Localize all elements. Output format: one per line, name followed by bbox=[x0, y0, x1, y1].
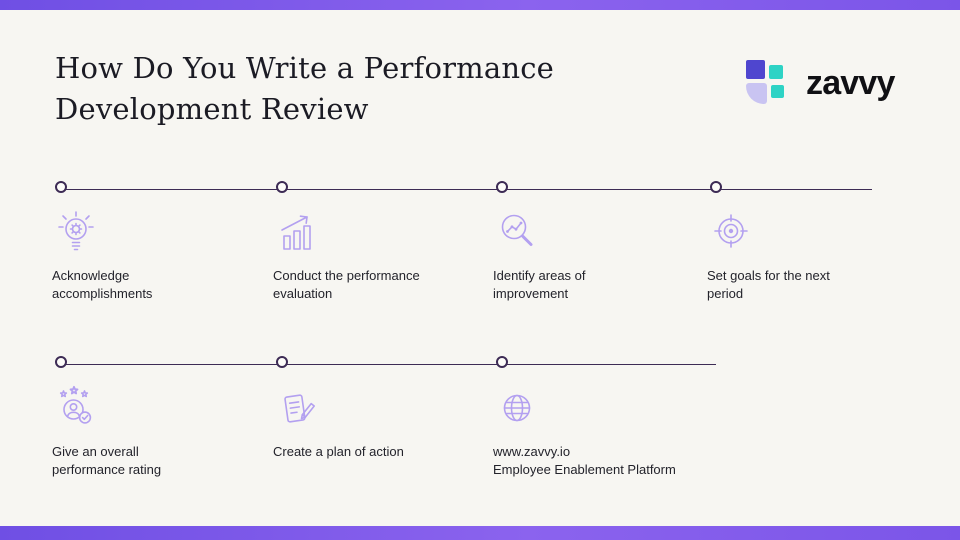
step-label: Create a plan of action bbox=[273, 444, 404, 459]
step-label: Conduct the performance evaluation bbox=[273, 268, 420, 301]
bottom-accent-bar bbox=[0, 526, 960, 540]
timeline-step: Acknowledge accomplishments bbox=[52, 208, 257, 302]
step-label: Give an overall performance rating bbox=[52, 444, 162, 477]
zavvy-logo: zavvy bbox=[746, 60, 895, 107]
timeline-node-5 bbox=[55, 356, 67, 368]
top-accent-bar bbox=[0, 0, 960, 10]
lightbulb-gear-icon bbox=[52, 208, 100, 256]
globe-icon bbox=[493, 384, 541, 432]
target-icon bbox=[707, 208, 755, 256]
logo-lavender-shape bbox=[746, 83, 767, 104]
timeline-step: Conduct the performance evaluation bbox=[273, 208, 478, 302]
logo-teal-square-top bbox=[769, 65, 783, 79]
timeline-node-2 bbox=[276, 181, 288, 193]
timeline-line-row2 bbox=[64, 364, 716, 365]
growth-chart-icon bbox=[273, 208, 321, 256]
magnifier-analysis-icon bbox=[493, 208, 541, 256]
timeline-node-6 bbox=[276, 356, 288, 368]
timeline-line-row1 bbox=[64, 189, 872, 190]
step-label: Identify areas of improvement bbox=[493, 268, 586, 301]
page-title: How Do You Write a Performance Developme… bbox=[55, 51, 555, 126]
zavvy-logo-icon bbox=[746, 60, 793, 107]
logo-indigo-square bbox=[746, 60, 765, 79]
timeline-step: Create a plan of action bbox=[273, 384, 478, 461]
action-plan-icon bbox=[273, 384, 321, 432]
logo-teal-square-bottom bbox=[771, 85, 784, 98]
timeline-node-7 bbox=[496, 356, 508, 368]
timeline-step: Set goals for the next period bbox=[707, 208, 912, 302]
timeline-node-1 bbox=[55, 181, 67, 193]
zavvy-logo-text: zavvy bbox=[806, 64, 895, 102]
timeline-step: Give an overall performance rating bbox=[52, 384, 257, 478]
step-label: www.zavvy.io Employee Enablement Platfor… bbox=[493, 444, 676, 477]
timeline-step: www.zavvy.io Employee Enablement Platfor… bbox=[493, 384, 698, 478]
step-label: Acknowledge accomplishments bbox=[52, 268, 153, 301]
step-label: Set goals for the next period bbox=[707, 268, 830, 301]
timeline-node-3 bbox=[496, 181, 508, 193]
timeline-step: Identify areas of improvement bbox=[493, 208, 698, 302]
timeline-node-4 bbox=[710, 181, 722, 193]
rating-person-icon bbox=[52, 384, 100, 432]
